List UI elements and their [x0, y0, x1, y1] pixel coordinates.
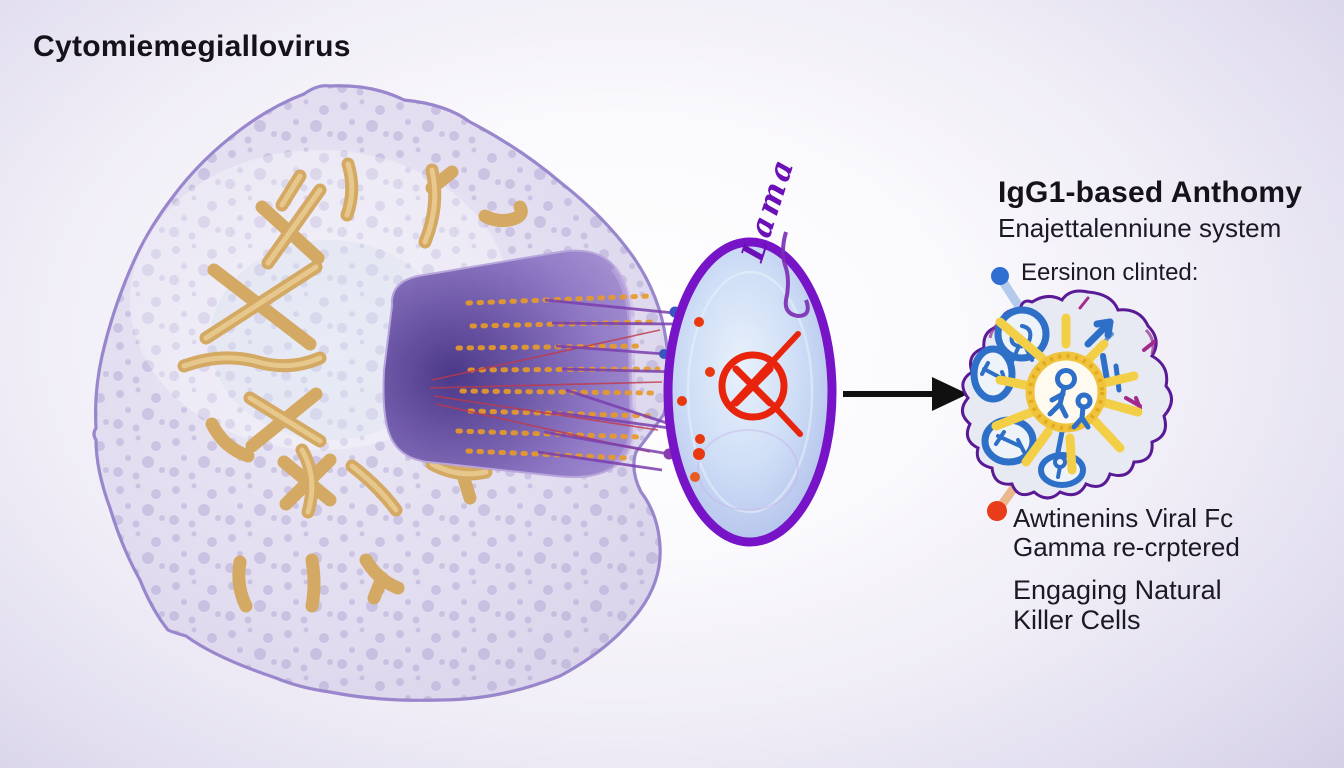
cluster-magenta-marks — [1078, 296, 1156, 410]
nk-cluster-illustration — [961, 272, 1173, 515]
nk-engagement-note: Engaging Natural Killer Cells — [1013, 575, 1222, 635]
nk-note-line2: Killer Cells — [1013, 605, 1141, 635]
bullet-red-dot — [987, 501, 1007, 521]
sun-icon — [991, 313, 1143, 475]
stick-figures — [1047, 368, 1093, 430]
host-cell-illustration — [92, 84, 671, 702]
right-panel-title: IgG1-based Anthomy — [998, 176, 1303, 209]
tether-squiggle — [781, 231, 810, 319]
cluster-doodles — [980, 318, 1122, 479]
right-panel-subtitle: Enajettalenniune system — [998, 213, 1282, 243]
virus-red-dots — [677, 317, 715, 482]
bullet-receptor-label: Eersinon clinted: — [1021, 259, 1199, 286]
chromosomes — [177, 157, 528, 613]
virus-oval — [663, 231, 837, 547]
bullet-blue-dot — [991, 267, 1009, 285]
no-entry-icon — [718, 331, 803, 437]
nucleus-funnel — [382, 249, 663, 478]
bullet-viral-fc-line2: Gamma re-crptered — [1013, 532, 1240, 562]
page-title: Cytomiemegiallovirus — [33, 30, 351, 63]
nk-note-line1: Engaging Natural — [1013, 575, 1222, 605]
arrow-icon — [843, 377, 968, 411]
bullet-viral-fc-label: Awtinenins Viral Fc Gamma re-crptered — [1013, 504, 1240, 562]
bullet-viral-fc-line1: Awtinenins Viral Fc — [1013, 503, 1234, 533]
filaments — [537, 298, 682, 472]
